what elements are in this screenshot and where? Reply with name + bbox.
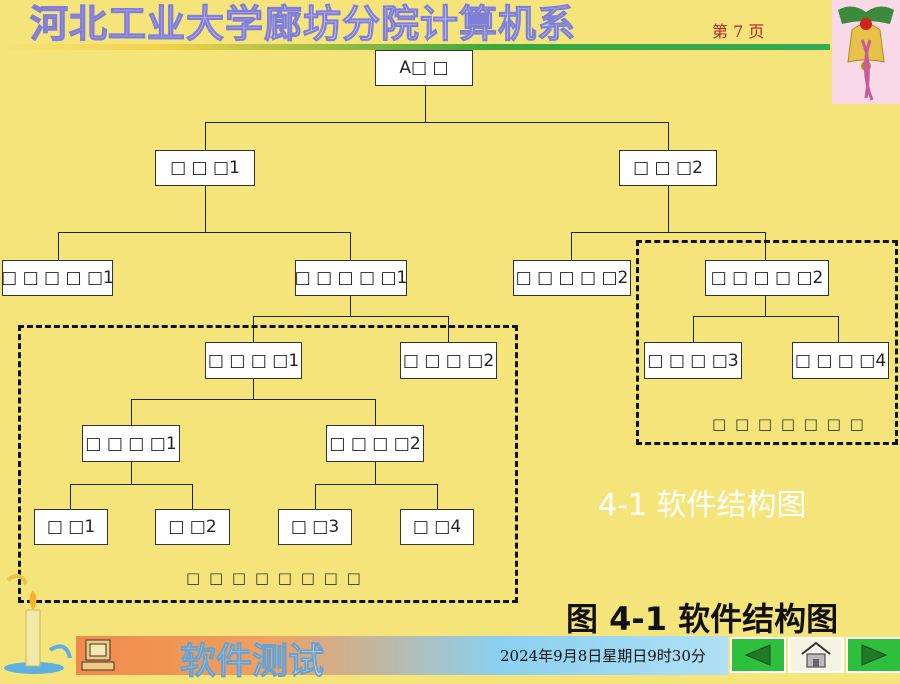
connector: [205, 186, 206, 232]
prev-button[interactable]: [730, 637, 786, 673]
connector: [253, 316, 449, 317]
connector: [315, 484, 316, 509]
node-l4a: □ □ □ □1: [82, 425, 180, 462]
connector: [131, 399, 132, 425]
footer-bar: [76, 636, 728, 675]
figure-caption-white: 4-1 软件结构图: [598, 488, 807, 523]
figure-caption: 图 4-1 软件结构图: [566, 600, 839, 638]
connector: [131, 462, 132, 484]
connector: [315, 484, 438, 485]
next-arrow-icon: [861, 644, 888, 666]
connector: [131, 399, 376, 400]
connector: [70, 484, 71, 509]
node-l3a: □ □ □ □1: [205, 342, 302, 379]
node-l3d: □ □ □ □4: [792, 342, 889, 379]
node-l4b: □ □ □ □2: [326, 425, 424, 462]
group-right: [636, 240, 898, 445]
header-title: 河北工业大学廊坊分院计算机系: [29, 2, 577, 47]
connector: [70, 484, 193, 485]
connector: [668, 122, 669, 150]
home-button[interactable]: [788, 637, 844, 673]
node-l3b: □ □ □ □2: [400, 342, 497, 379]
candle-icon: [0, 570, 76, 675]
computer-icon: [78, 636, 118, 674]
connector: [693, 316, 694, 342]
node-l5d: □ □4: [400, 509, 474, 545]
connector: [425, 86, 426, 122]
bell-icon: [832, 0, 900, 104]
node-l1a: □ □ □1: [155, 150, 255, 186]
connector: [571, 232, 766, 233]
next-button[interactable]: [846, 637, 900, 673]
footer-datetime: 2024年9月8日星期日9时30分: [500, 647, 706, 665]
connector: [205, 122, 206, 150]
node-l2c: □ □ □ □ □2: [513, 260, 631, 296]
connector: [668, 186, 669, 232]
connector: [350, 232, 351, 260]
node-l5c: □ □3: [278, 509, 352, 545]
connector: [253, 379, 254, 399]
connector: [375, 399, 376, 425]
node-l2d: □ □ □ □ □2: [705, 260, 829, 296]
connector: [192, 484, 193, 509]
connector: [58, 232, 351, 233]
connector: [765, 296, 766, 316]
group-right-caption: □ □ □ □ □ □ □: [712, 415, 866, 433]
node-l2b: □ □ □ □ □1: [295, 260, 407, 296]
node-root: A□ □: [375, 50, 473, 86]
connector: [205, 122, 669, 123]
connector: [838, 316, 839, 342]
connector: [375, 462, 376, 484]
page-number: 第 7 页: [712, 22, 765, 41]
node-l3c: □ □ □ □3: [644, 342, 742, 379]
group-left: [18, 325, 518, 603]
connector: [253, 316, 254, 342]
node-l5a: □ □1: [34, 509, 108, 545]
home-icon: [801, 641, 831, 668]
connector: [571, 232, 572, 260]
prev-arrow-icon: [744, 644, 771, 666]
header-divider: [0, 44, 830, 50]
connector: [448, 316, 449, 342]
node-l5b: □ □2: [155, 509, 230, 545]
footer-title: 软件测试: [179, 632, 324, 684]
connector: [58, 232, 59, 260]
group-left-caption: □ □ □ □ □ □ □ □: [186, 569, 363, 587]
connector: [437, 484, 438, 509]
node-l2a: □ □ □ □ □1: [1, 260, 114, 296]
connector: [765, 232, 766, 260]
connector: [350, 296, 351, 316]
node-l1b: □ □ □2: [619, 150, 717, 186]
connector: [693, 316, 839, 317]
